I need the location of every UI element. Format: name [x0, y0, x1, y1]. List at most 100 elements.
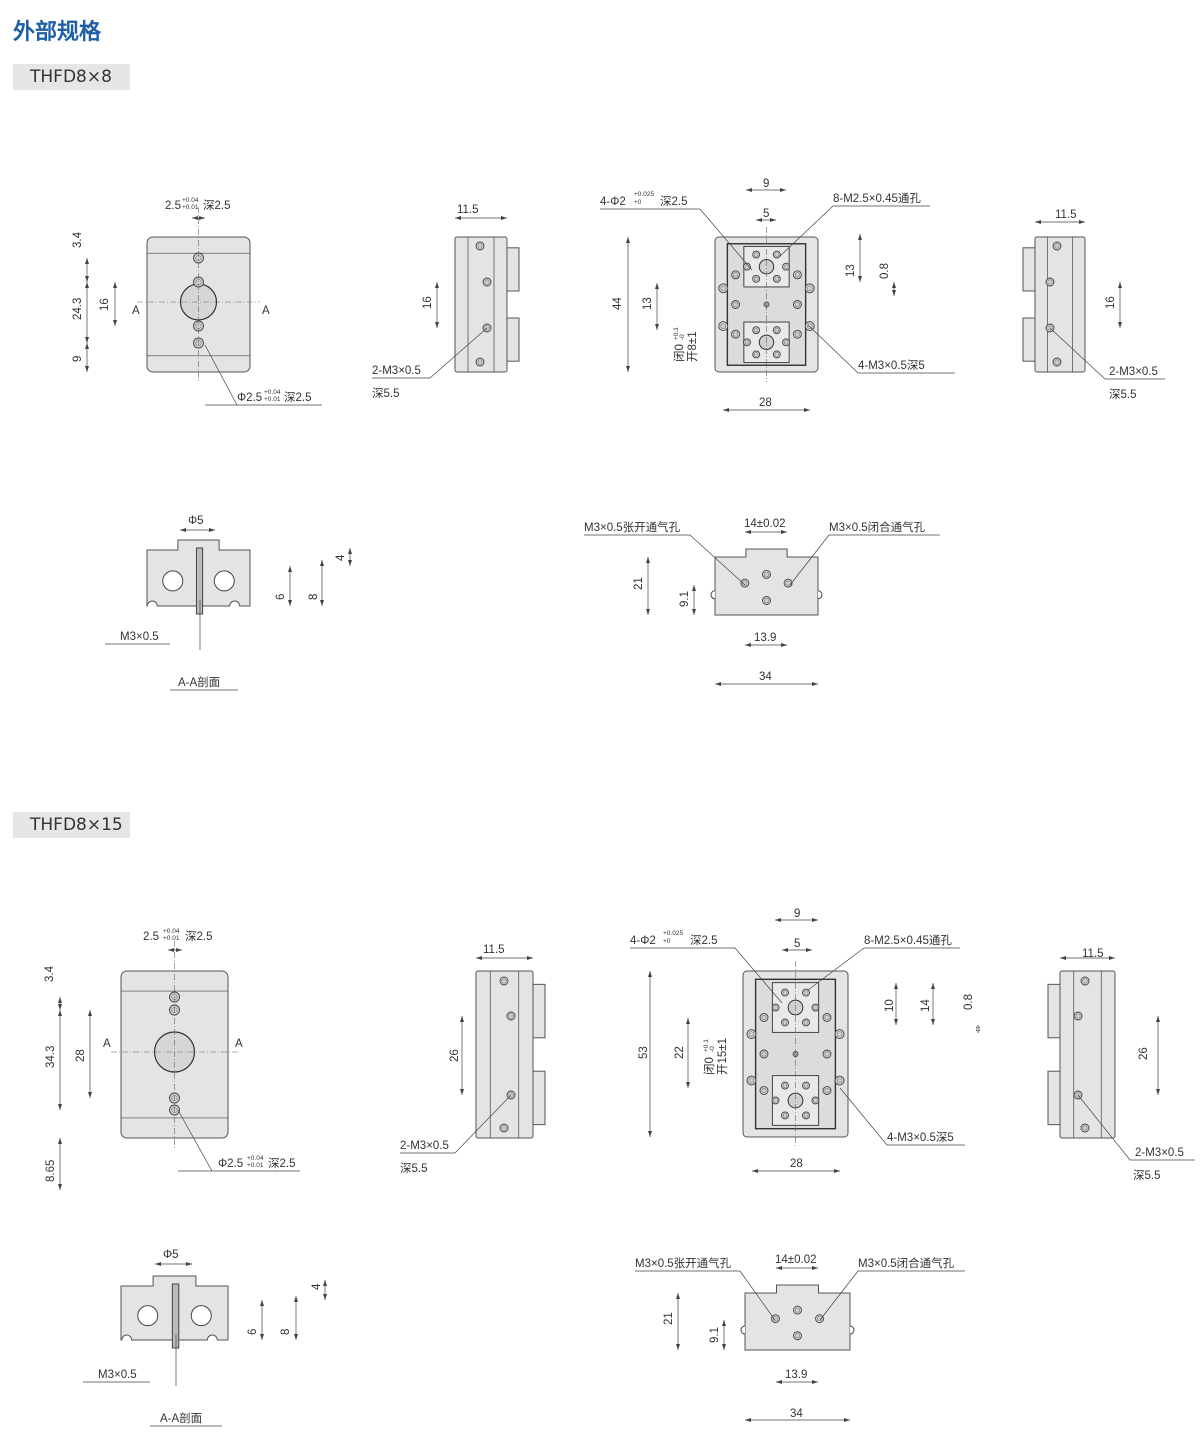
side-boss — [1022, 247, 1036, 292]
dim-label: 34.3 — [45, 1046, 57, 1068]
mount-hole — [746, 1075, 757, 1086]
hole-inner — [794, 331, 800, 337]
arrow — [782, 948, 812, 952]
hole — [792, 329, 802, 339]
tol-label: +0 — [663, 938, 671, 945]
side-view-labels-2: 11.5 26 2-M3×0.5 深5.5 — [400, 944, 505, 1175]
callout-label: 深5.5 — [400, 1161, 428, 1175]
leader-line — [789, 534, 830, 586]
callout-label: 深2.5 — [690, 933, 718, 947]
callout-label: 深5.5 — [1133, 1168, 1161, 1182]
hole-inner — [836, 1031, 843, 1037]
side-boss — [532, 1070, 546, 1126]
hole — [752, 326, 761, 335]
dim-label: 深2.5 — [268, 1156, 296, 1170]
tol-label: +0.01 — [182, 204, 199, 211]
hole — [742, 262, 751, 271]
leader-line — [429, 327, 488, 379]
dim-label: 21 — [663, 1312, 675, 1325]
front-view-labels-2: 2.5 +0.04 +0.01 深2.5 3.4 34.3 28 8.65 A … — [44, 928, 296, 1182]
tol-label: +0.025 — [663, 930, 683, 937]
callout-label: 2-M3×0.5 — [372, 365, 421, 377]
leader-line — [839, 1087, 888, 1146]
dim-label: 5 — [794, 938, 800, 950]
hole-inner — [803, 990, 809, 995]
side-view-body — [1059, 970, 1116, 1139]
arrow — [192, 216, 205, 220]
hole-inner — [753, 327, 759, 333]
hole-inner — [774, 327, 780, 333]
dim-label: 4 — [335, 554, 347, 561]
hole — [811, 1096, 820, 1105]
dim-label: 4 — [311, 1283, 323, 1290]
arrow — [455, 216, 507, 220]
hole-inner — [733, 331, 739, 337]
dim-label: Φ5 — [163, 1249, 179, 1261]
callout-label: M3×0.5张开通气孔 — [584, 520, 681, 534]
hole-inner — [508, 1013, 514, 1019]
port-hole — [762, 569, 771, 579]
hole — [772, 250, 781, 259]
port-hole — [815, 1314, 824, 1324]
hole-inner — [824, 1014, 830, 1020]
top-view-labels-1: 9 5 4-Φ2 +0.025 +0 深2.5 8-M2.5×0.45通孔 13… — [600, 178, 925, 409]
hole — [742, 338, 751, 347]
hole — [475, 241, 485, 251]
hole-inner — [761, 1051, 767, 1057]
mount-hole — [746, 1029, 757, 1040]
side-boss — [1047, 983, 1061, 1039]
dim-label: 6 — [247, 1329, 259, 1335]
hole — [482, 277, 492, 287]
callout-label: M3×0.5闭合通气孔 — [858, 1256, 955, 1270]
section-mark: A — [132, 305, 140, 317]
tol-label: +0.04 — [182, 197, 199, 204]
callout-label: M3×0.5张开通气孔 — [635, 1256, 732, 1270]
arrow — [323, 1280, 327, 1300]
section-mark: A — [103, 1038, 111, 1050]
tol-label: +0.04 — [264, 389, 281, 396]
dim-label: 16 — [422, 296, 434, 309]
hole-inner — [733, 301, 739, 307]
hole-inner — [774, 252, 780, 257]
hole-inner — [744, 340, 750, 345]
dim-label: 5 — [763, 208, 769, 220]
hole — [822, 1049, 832, 1059]
callout-label: 2-M3×0.5 — [1135, 1147, 1184, 1159]
hole-inner — [813, 1098, 818, 1103]
section-mark: A — [235, 1038, 243, 1050]
dim-label: 9 — [763, 178, 769, 190]
callout-label: M3×0.5 — [98, 1369, 137, 1381]
arrow — [85, 343, 89, 372]
dim-label: 34 — [790, 1408, 803, 1420]
dim-label: 28 — [759, 397, 772, 409]
side-boss — [1047, 1070, 1061, 1126]
section-view-labels-1: Φ5 4 6 8 M3×0.5 A-A剖面 — [120, 515, 347, 689]
hole — [731, 300, 741, 309]
hole-inner — [484, 325, 490, 331]
callout-label: 深5.5 — [1109, 387, 1137, 401]
callout-label: 深2.5 — [660, 194, 688, 208]
thread-port — [195, 547, 204, 615]
port-hole — [740, 578, 750, 588]
arrow — [476, 956, 533, 960]
hole — [475, 357, 485, 367]
callout-label: 4-M3×0.5深5 — [887, 1130, 954, 1144]
right-view-labels-2: 11.5 26 2-M3×0.5 深5.5 — [1082, 948, 1184, 1182]
hole — [499, 1123, 509, 1133]
hole-inner — [773, 1005, 778, 1010]
dim-label: 2.5 — [165, 200, 181, 212]
hole-inner — [1075, 1092, 1081, 1098]
leader-line — [739, 1270, 776, 1321]
hole-inner — [1075, 1013, 1081, 1019]
tol-label: +0.04 — [163, 928, 180, 935]
tol-label: +0.01 — [163, 935, 180, 942]
stroke-label: 开15±1 — [717, 1038, 729, 1075]
dim-label: 16 — [1105, 296, 1117, 309]
dim-label: 0.8 — [879, 263, 891, 279]
dim-label: 13 — [845, 264, 857, 277]
hole — [759, 1013, 769, 1022]
bore — [213, 570, 235, 592]
hole — [752, 250, 761, 259]
hole — [811, 1003, 820, 1012]
